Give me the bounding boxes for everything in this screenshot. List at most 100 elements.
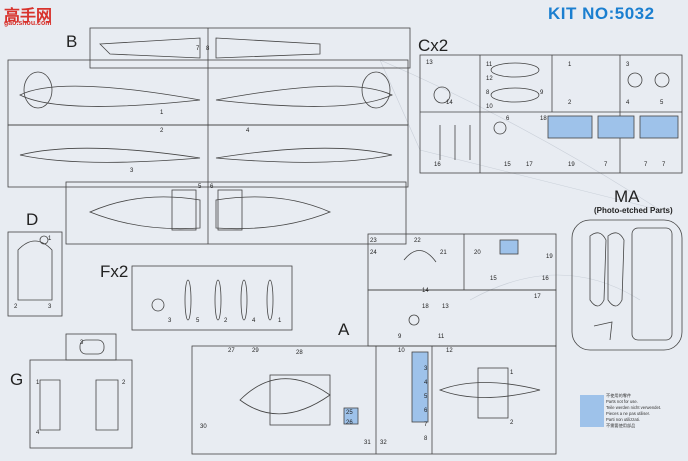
part-number: 14 (422, 288, 429, 294)
legend-line: 不需要使用部品 (606, 423, 636, 428)
part-number: 7 (424, 422, 428, 428)
frame-a-unused-parts (343, 239, 519, 425)
part-number: 3 (48, 304, 52, 310)
part-number: 12 (486, 76, 493, 82)
part-number: 6 (506, 116, 510, 122)
part-number: 3 (130, 168, 134, 174)
part-number: 3 (424, 366, 428, 372)
part-number: 9 (540, 90, 544, 96)
part-number: 3 (80, 340, 84, 346)
part-number: 7 (604, 162, 608, 168)
part-number: 4 (252, 318, 256, 324)
frame-g-label: G (10, 370, 24, 389)
unused-parts-legend: 不使用的零件 Parts not for use. Teile werden n… (606, 393, 684, 429)
part-number: 21 (440, 250, 447, 256)
legend-line: Parti non utilizzati. (606, 417, 640, 422)
part-number: 3 (168, 318, 172, 324)
part-number: 19 (546, 254, 553, 260)
part-number: 12 (446, 348, 453, 354)
part-number: 22 (414, 238, 421, 244)
part-number: 8 (206, 46, 210, 52)
frame-a (191, 233, 557, 455)
part-number: 4 (36, 430, 40, 436)
frame-d (7, 231, 63, 317)
frame-ma-label: MA (614, 187, 640, 206)
part-number: 24 (370, 250, 377, 256)
part-number: 1 (510, 370, 514, 376)
part-number: 19 (568, 162, 575, 168)
part-number: 10 (398, 348, 405, 354)
part-number: 7 (644, 162, 648, 168)
part-number: 2 (568, 100, 572, 106)
part-number: 25 (346, 410, 353, 416)
part-number: 5 (424, 394, 428, 400)
frame-g (29, 333, 133, 449)
kit-number: KIT NO:5032 (548, 4, 655, 23)
watermark-logo: 高手网 gao.shou.com (2, 2, 82, 34)
part-number: 7 (196, 46, 200, 52)
part-number: 1 (48, 236, 52, 242)
frame-c-unused-parts (547, 115, 679, 139)
part-number: 8 (424, 436, 428, 442)
part-number: 2 (14, 304, 18, 310)
part-number: 17 (534, 294, 541, 300)
part-number: 18 (540, 116, 547, 122)
part-number: 15 (490, 276, 497, 282)
part-number: 26 (346, 420, 353, 426)
part-number: 30 (200, 424, 207, 430)
part-number: 5 (196, 318, 200, 324)
frame-a-label: A (338, 320, 350, 339)
part-number: 10 (486, 104, 493, 110)
legend-line: 不使用的零件 (606, 393, 632, 398)
unused-parts-color-swatch (580, 395, 604, 427)
logo-text: 高手网 (4, 8, 53, 25)
frame-c-label: Cx2 (418, 36, 449, 55)
frame-b (7, 27, 411, 245)
part-number: 1 (278, 318, 282, 324)
legend-line: Pieces a ne pas utiliser. (606, 411, 650, 416)
part-number: 17 (526, 162, 533, 168)
part-number: 31 (364, 440, 371, 446)
part-number: 27 (228, 348, 235, 354)
part-number: 1 (568, 62, 572, 68)
part-number: 13 (442, 304, 449, 310)
part-number: 3 (626, 62, 630, 68)
part-number: 1 (160, 110, 164, 116)
part-number: 2 (510, 420, 514, 426)
part-number: 15 (504, 162, 511, 168)
part-number: 29 (252, 348, 259, 354)
part-number: 11 (438, 334, 445, 340)
part-number: 23 (370, 238, 377, 244)
part-number: 28 (296, 350, 303, 356)
part-number: 2 (160, 128, 164, 134)
part-number: 11 (486, 62, 493, 68)
legend-line: Teile werden nicht verwendet. (606, 405, 662, 410)
part-number: 2 (122, 380, 126, 386)
logo-url: gao.shou.com (4, 20, 52, 27)
part-number: 6 (424, 408, 428, 414)
part-number: 7 (662, 162, 666, 168)
frame-ma-sublabel: (Photo-etched Parts) (594, 206, 673, 215)
frame-c (419, 54, 683, 174)
part-number: 18 (422, 304, 429, 310)
frame-f (131, 265, 293, 331)
frame-ma (571, 219, 683, 351)
part-number: 16 (434, 162, 441, 168)
part-number: 1 (36, 380, 40, 386)
frame-d-label: D (26, 210, 39, 229)
part-number: 5 (660, 100, 664, 106)
part-number: 16 (542, 276, 549, 282)
part-number: 9 (398, 334, 402, 340)
part-number: 4 (246, 128, 250, 134)
part-number: 6 (210, 184, 214, 190)
part-number: 32 (380, 440, 387, 446)
part-number: 20 (474, 250, 481, 256)
part-number: 13 (426, 60, 433, 66)
part-number: 5 (198, 184, 202, 190)
part-number: 4 (626, 100, 630, 106)
part-number: 2 (224, 318, 228, 324)
frame-b-label: B (66, 32, 78, 51)
part-number: 4 (424, 380, 428, 386)
